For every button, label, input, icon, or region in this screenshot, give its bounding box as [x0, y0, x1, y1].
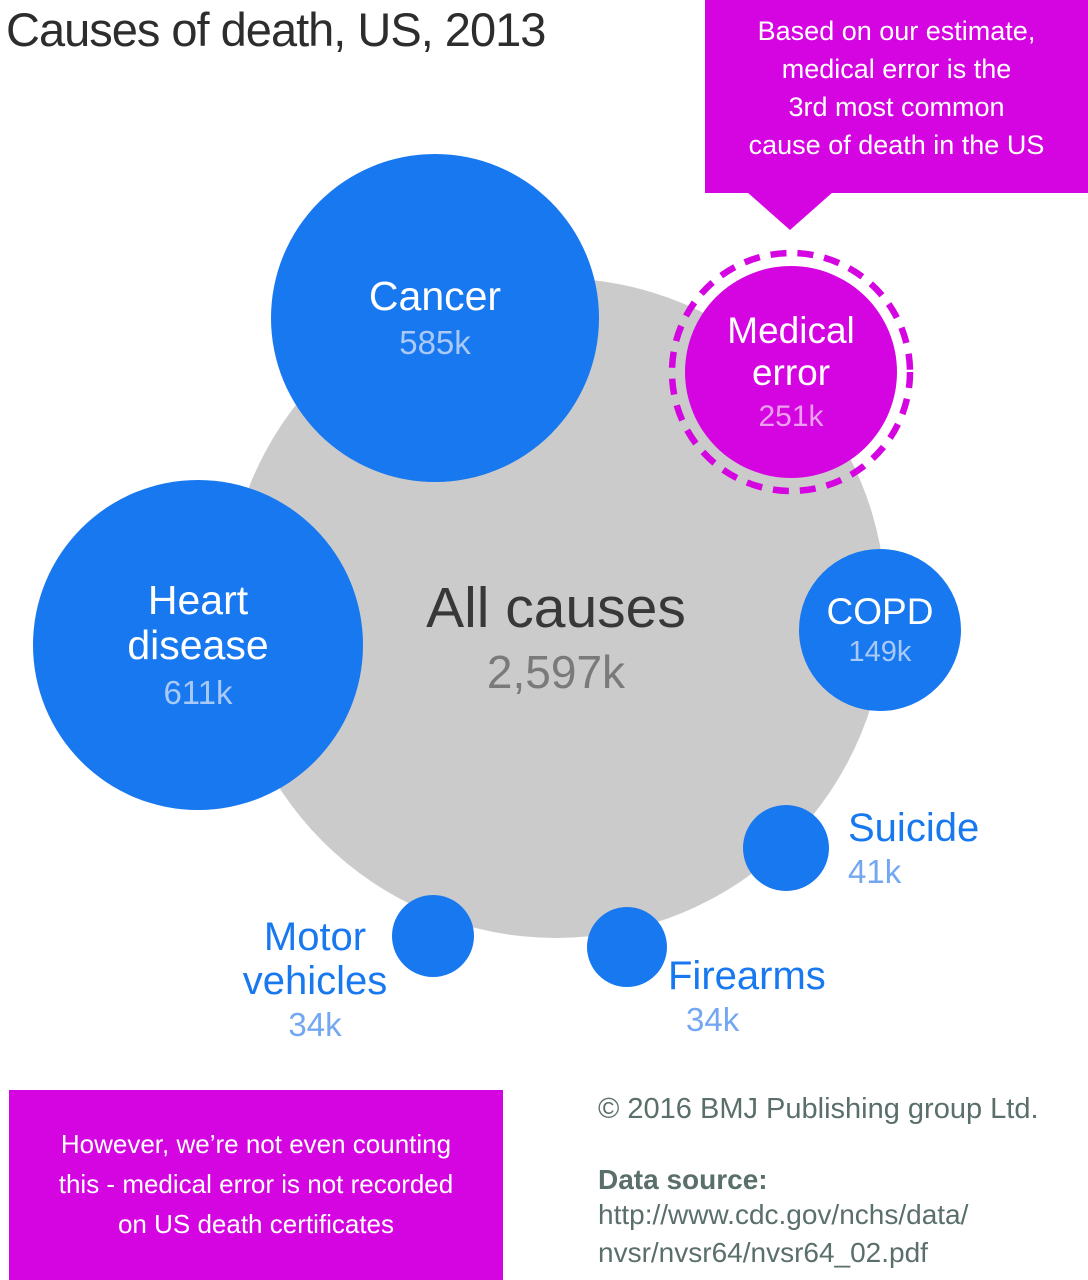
bubble-all-causes-text: All causes 2,597k [426, 578, 686, 698]
bubble-cancer: Cancer 585k [271, 154, 599, 482]
bubble-label: COPD [826, 590, 934, 632]
footnote-callout: However, we’re not even counting this - … [9, 1090, 503, 1280]
footnote-callout-line: on US death certificates [117, 1209, 395, 1239]
bubble-medical-error: Medical error 251k [685, 266, 897, 478]
estimate-callout-line: cause of death in the US [748, 130, 1045, 160]
bubble-label: Heart [147, 576, 249, 623]
page-title: Causes of death, US, 2013 [6, 3, 546, 56]
bubble-value: 149k [848, 635, 912, 668]
bubble-copd: COPD 149k [799, 549, 961, 711]
footer: © 2016 BMJ Publishing group Ltd. Data so… [598, 1092, 1068, 1272]
estimate-callout-line: Based on our estimate, [757, 16, 1036, 46]
bubble-value: 585k [399, 324, 471, 361]
estimate-callout-line: medical error is the [781, 54, 1012, 84]
label-suicide: Suicide 41k [848, 806, 979, 890]
bubble-value: 41k [848, 853, 902, 890]
bubble-label: Medical [727, 309, 855, 351]
bubble-label: disease [127, 621, 269, 668]
bubble-value: 251k [758, 399, 824, 433]
data-source-url-line: http://www.cdc.gov/nchs/data/ [598, 1199, 969, 1230]
bubble-label: Cancer [368, 273, 502, 319]
medical-error-dashed-ring [668, 249, 914, 495]
label-firearms: Firearms 34k [668, 954, 826, 1038]
footnote-callout-line: this - medical error is not recorded [58, 1169, 454, 1199]
bubble-heart-disease: Heart disease 611k [33, 480, 363, 810]
bubble-value: 34k [686, 1001, 740, 1038]
bubble-value: 34k [288, 1006, 342, 1043]
bubble-label: Motor [263, 915, 367, 959]
bubble-firearms [587, 907, 667, 987]
bubble-label: error [751, 351, 831, 393]
bubble-label: vehicles [242, 959, 388, 1003]
bubble-suicide [743, 805, 829, 891]
bubble-value: 2,597k [486, 646, 626, 698]
bubble-label: Suicide [848, 806, 980, 850]
callout-pointer [747, 192, 833, 230]
estimate-callout-line: 3rd most common [788, 92, 1005, 122]
bubble-motor-vehicles [392, 895, 474, 977]
bubble-value: 611k [163, 673, 233, 711]
bubble-label: All causes [426, 576, 686, 640]
estimate-callout: Based on our estimate, medical error is … [705, 0, 1088, 193]
data-source-label: Data source: [598, 1164, 768, 1195]
bubble-label: Firearms [668, 954, 826, 998]
label-motor-vehicles: Motor vehicles 34k [230, 915, 400, 1043]
copyright-text: © 2016 BMJ Publishing group Ltd. [598, 1093, 1039, 1125]
data-source-url-line: nvsr/nvsr64/nvsr64_02.pdf [598, 1237, 928, 1268]
footnote-callout-line: However, we’re not even counting [60, 1129, 452, 1159]
